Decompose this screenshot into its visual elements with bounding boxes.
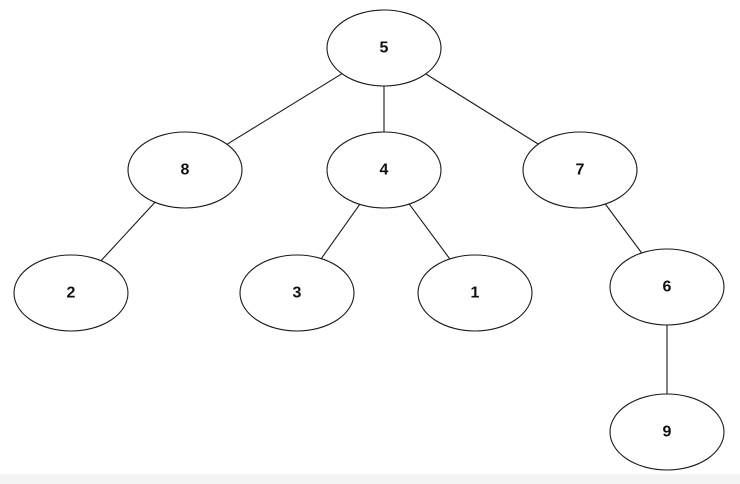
nodes-layer: 5 8 4 7 2 3 1 6 9 (13, 9, 725, 471)
node-circle (417, 254, 533, 332)
tree-node-1: 1 (417, 254, 533, 332)
edges-layer (100, 73, 668, 394)
node-circle (127, 131, 243, 209)
node-label: 4 (380, 162, 389, 179)
edge-n4-n1 (408, 203, 451, 260)
edge-n7-n6 (604, 203, 643, 254)
node-circle (239, 254, 355, 332)
tree-node-8: 8 (127, 131, 243, 209)
bottom-strip (0, 474, 740, 484)
tree-node-4: 4 (326, 131, 442, 209)
node-label: 8 (181, 162, 190, 179)
tree-node-5: 5 (326, 9, 442, 87)
tree-node-6: 6 (609, 248, 725, 326)
tree-node-3: 3 (239, 254, 355, 332)
edge-n5-n8 (226, 73, 343, 145)
edge-n5-n7 (425, 73, 539, 145)
node-label: 1 (471, 285, 480, 302)
node-circle (326, 131, 442, 209)
node-label: 6 (663, 279, 672, 296)
node-label: 5 (380, 40, 389, 57)
node-label: 9 (663, 424, 672, 441)
tree-node-9: 9 (609, 393, 725, 471)
tree-node-2: 2 (13, 254, 129, 332)
node-label: 3 (293, 285, 302, 302)
node-circle (609, 248, 725, 326)
node-circle (326, 9, 442, 87)
node-circle (522, 131, 638, 209)
node-label: 7 (576, 162, 585, 179)
edge-n8-n2 (100, 201, 156, 262)
node-circle (13, 254, 129, 332)
tree-node-7: 7 (522, 131, 638, 209)
node-circle (609, 393, 725, 471)
node-label: 2 (67, 285, 76, 302)
edge-n4-n3 (320, 204, 361, 259)
